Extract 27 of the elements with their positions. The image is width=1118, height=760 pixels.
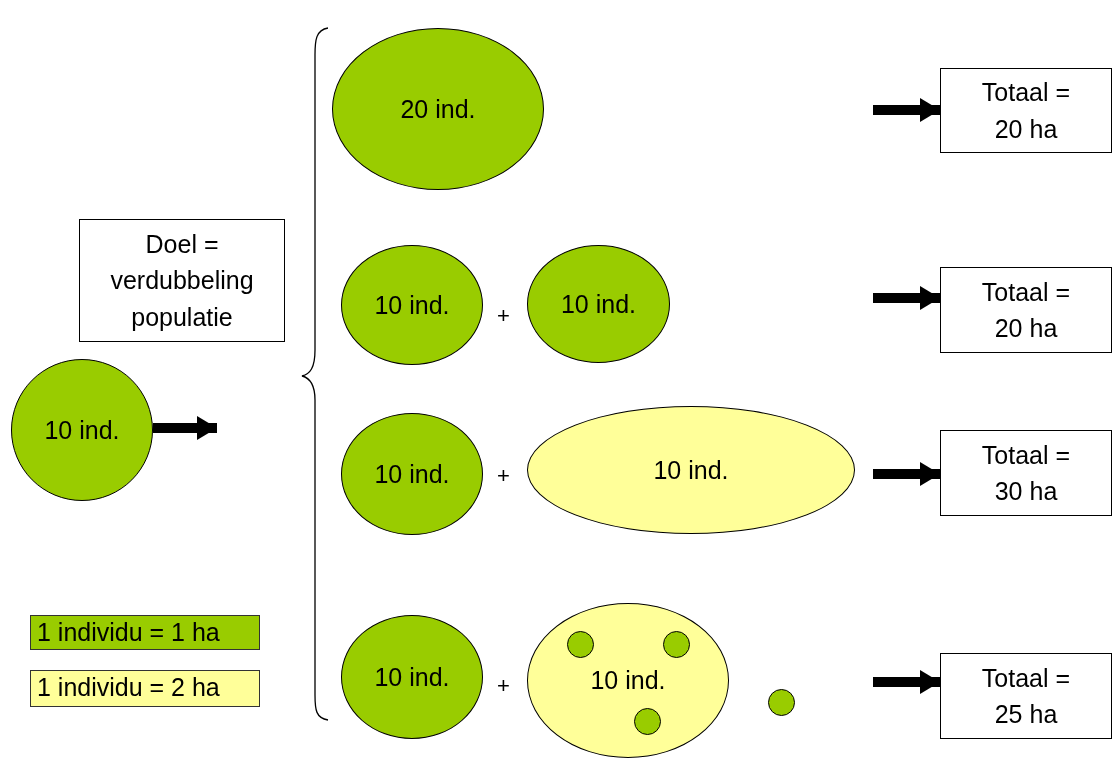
block-arrow xyxy=(873,462,940,486)
goal-box: Doel = verdubbeling populatie xyxy=(79,219,285,342)
block-arrow xyxy=(873,98,940,122)
block-arrow xyxy=(873,286,940,310)
total-box: Totaal = 30 ha xyxy=(940,430,1112,516)
legend-swatch: 1 individu = 1 ha xyxy=(30,615,260,650)
plus-sign: + xyxy=(497,463,510,489)
population-circle: 20 ind. xyxy=(332,28,544,190)
individual-circle xyxy=(634,708,661,735)
population-circle: 10 ind. xyxy=(527,603,729,758)
individual-circle xyxy=(567,631,594,658)
population-circle: 10 ind. xyxy=(341,245,483,365)
population-circle: 10 ind. xyxy=(527,406,855,534)
total-box: Totaal = 20 ha xyxy=(940,68,1112,153)
population-circle: 10 ind. xyxy=(341,615,483,739)
population-circle: 10 ind. xyxy=(341,413,483,535)
individual-circle xyxy=(768,689,795,716)
individual-circle xyxy=(663,631,690,658)
plus-sign: + xyxy=(497,673,510,699)
total-box: Totaal = 25 ha xyxy=(940,653,1112,739)
block-arrow xyxy=(873,670,940,694)
population-circle: 10 ind. xyxy=(527,245,670,363)
legend-swatch: 1 individu = 2 ha xyxy=(30,670,260,707)
total-box: Totaal = 20 ha xyxy=(940,267,1112,353)
population-circle: 10 ind. xyxy=(11,359,153,501)
plus-sign: + xyxy=(497,303,510,329)
block-arrow xyxy=(153,416,217,440)
